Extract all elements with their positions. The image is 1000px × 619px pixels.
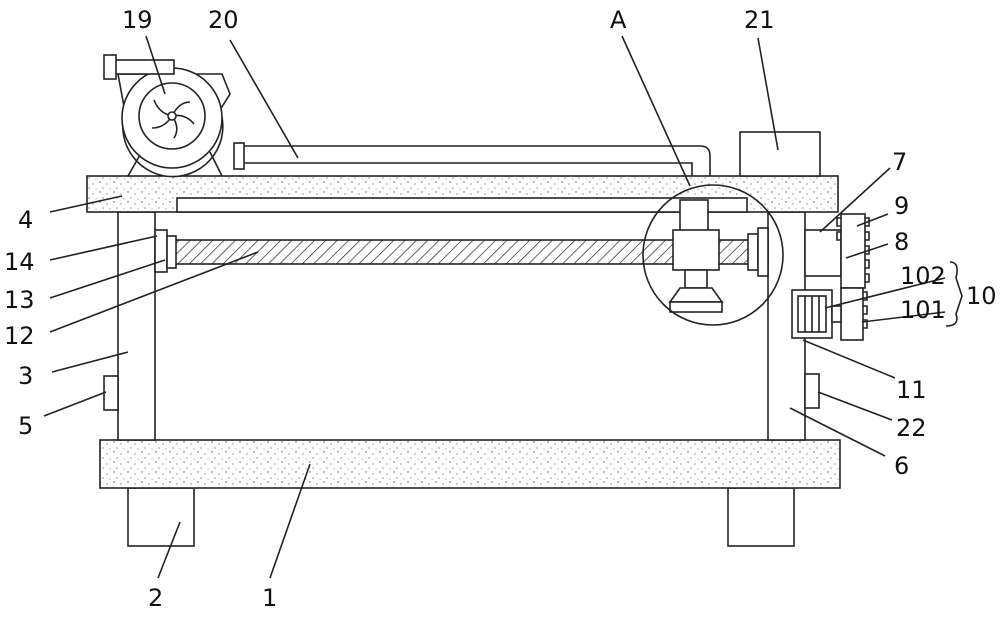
- slide-rail: [176, 197, 748, 213]
- blower-inlet-flange: [103, 54, 117, 80]
- label-a: A: [610, 6, 627, 34]
- left-foot: [127, 487, 195, 547]
- left-switch: [103, 375, 119, 411]
- label-20: 20: [208, 6, 239, 34]
- label-5: 5: [18, 412, 33, 440]
- right-bearing: [747, 233, 759, 271]
- label-22: 22: [896, 414, 927, 442]
- label-21: 21: [744, 6, 775, 34]
- nozzle-tip: [669, 301, 723, 313]
- right-bearing-seat: [757, 227, 769, 277]
- label-11: 11: [896, 376, 927, 404]
- control-box: [739, 131, 821, 177]
- leader-lines: [43, 35, 963, 579]
- blower-inlet: [113, 59, 175, 75]
- left-column: [117, 211, 156, 441]
- label-1: 1: [262, 584, 277, 612]
- label-6: 6: [894, 452, 909, 480]
- label-12: 12: [4, 322, 35, 350]
- label-102: 102: [900, 262, 946, 290]
- label-4: 4: [18, 206, 33, 234]
- label-8: 8: [894, 228, 909, 256]
- label-13: 13: [4, 286, 35, 314]
- base-plate: [99, 439, 841, 489]
- slider-block: [672, 229, 720, 271]
- air-pipe-flange: [233, 142, 245, 170]
- label-2: 2: [148, 584, 163, 612]
- right-switch: [804, 373, 820, 409]
- label-3: 3: [18, 362, 33, 390]
- lead-screw: [174, 239, 769, 265]
- label-101: 101: [900, 296, 946, 324]
- fan-icon: [151, 99, 195, 139]
- motor-windings: [804, 296, 820, 332]
- label-9: 9: [894, 192, 909, 220]
- lower-gear-teeth: [863, 291, 868, 329]
- label-10: 10: [966, 282, 997, 310]
- motor-shaft: [831, 305, 842, 323]
- left-bearing: [166, 235, 177, 269]
- label-7: 7: [892, 148, 907, 176]
- blower-stand: [127, 151, 223, 177]
- lower-gear: [840, 287, 864, 341]
- air-pipe: [244, 145, 711, 176]
- detail-circle-a: [642, 184, 784, 326]
- right-foot: [727, 487, 795, 547]
- label-14: 14: [4, 248, 35, 276]
- slider-top: [679, 199, 709, 233]
- nozzle-head: [668, 287, 724, 303]
- label-19: 19: [122, 6, 153, 34]
- nozzle-neck: [684, 269, 708, 289]
- motor-coupling: [804, 229, 842, 277]
